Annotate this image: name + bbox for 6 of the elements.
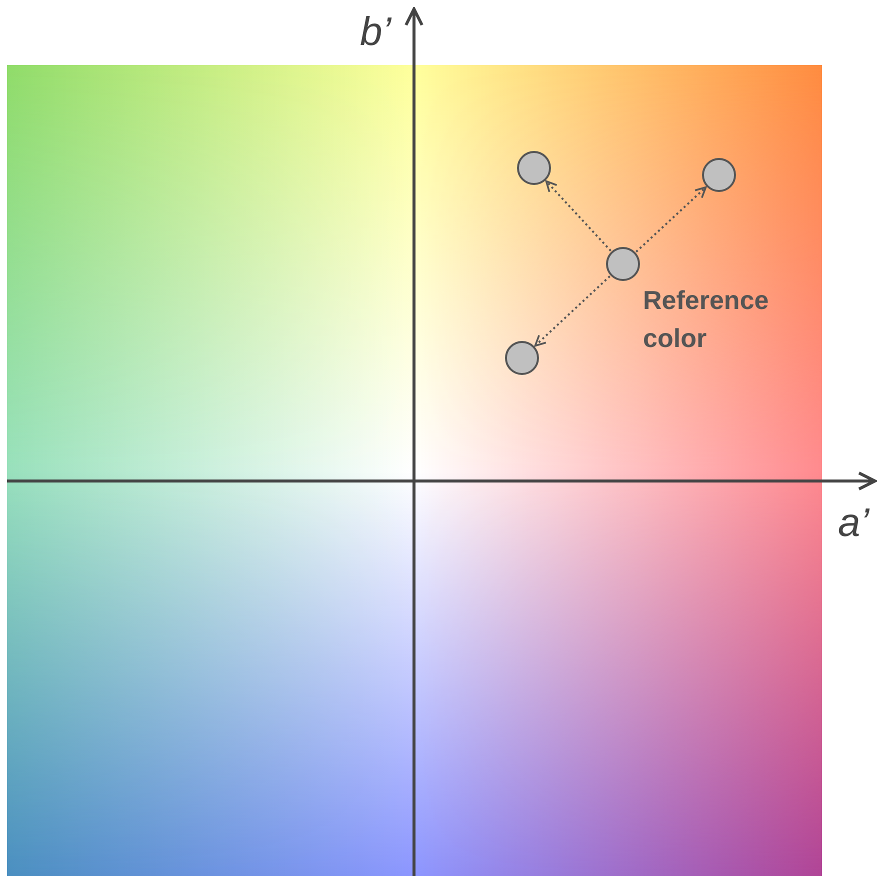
axis-label: a’ — [838, 503, 870, 543]
arrow — [636, 186, 707, 252]
arrow — [545, 180, 612, 252]
axis-label: b’ — [360, 12, 392, 52]
annotation-label: Reference color — [643, 284, 770, 355]
arrow — [534, 276, 610, 347]
